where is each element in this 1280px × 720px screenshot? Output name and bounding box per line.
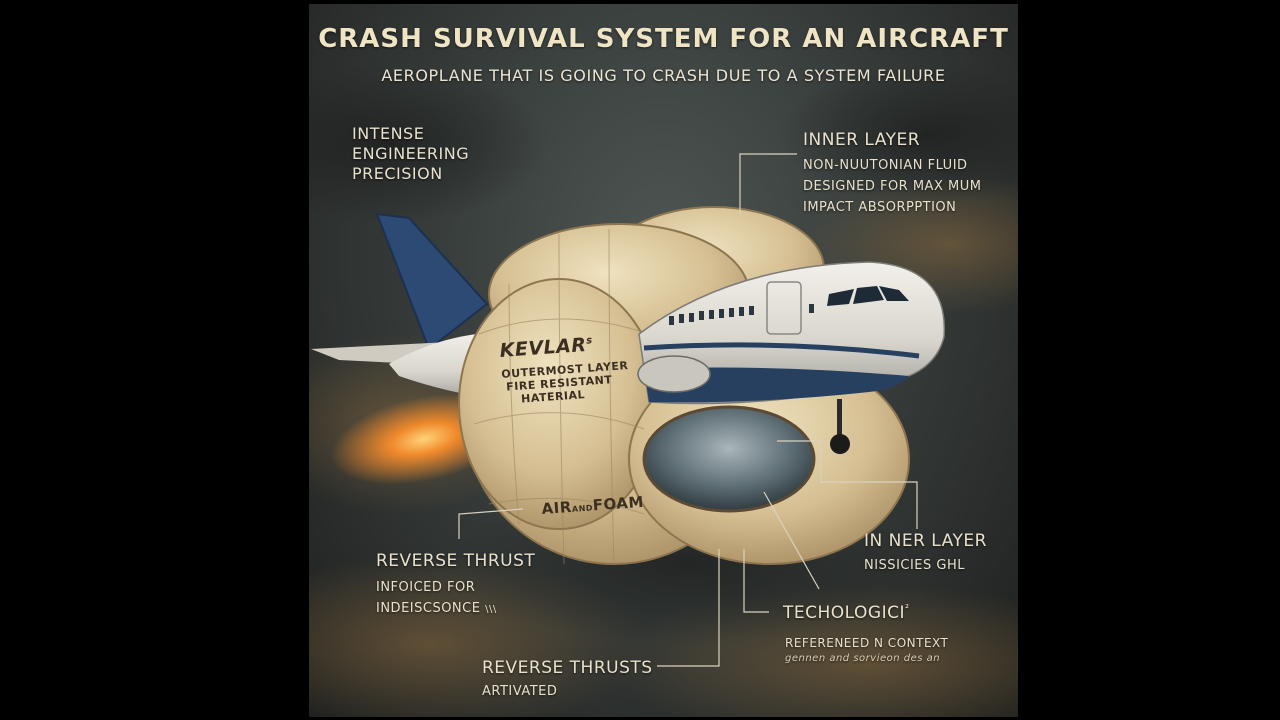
reverse-thrusts-line: ARTIVATED xyxy=(482,684,558,699)
kevlar-label: KEVLARs OUTERMOST LAYER FIRE RESISTANT H… xyxy=(499,331,631,407)
label-reverse-thrusts: REVERSE THRUSTS ARTIVATED xyxy=(482,658,653,702)
label-referenced: REFERENEED N CONTEXT gennen and sorvieon… xyxy=(785,636,948,664)
inner-layer-line-1: NON-NUUTONIAN FLUID xyxy=(803,158,968,173)
intense-line-1: INTENSE xyxy=(352,124,425,143)
callout-lines xyxy=(458,153,918,667)
inner-cavity xyxy=(642,405,816,513)
inner-layer-right-line: NISSICIES GHL xyxy=(864,558,965,573)
aircraft-illustration xyxy=(309,64,1018,717)
label-reverse-thrust: REVERSE THRUST INFOICED FOR INDEISCSONCE… xyxy=(376,551,535,620)
reverse-thrusts-heading: REVERSE THRUSTS xyxy=(482,658,653,678)
intense-line-2: ENGINEERING xyxy=(352,144,470,163)
poster-subtitle: AEROPLANE THAT IS GOING TO CRASH DUE TO … xyxy=(381,66,946,85)
poster-title: CRASH SURVIVAL SYSTEM FOR AN AIRCRAFT xyxy=(318,24,1009,54)
inner-layer-line-2: DESIGNED FOR MAX MUM xyxy=(803,179,982,194)
referenced-line: gennen and sorvieon des an xyxy=(785,653,941,664)
poster: CRASH SURVIVAL SYSTEM FOR AN AIRCRAFT AE… xyxy=(309,4,1018,717)
inner-layer-line-3: IMPACT ABSORPPTION xyxy=(803,200,957,215)
label-technologic: TECHOLOGICI² xyxy=(783,603,910,623)
inner-layer-heading: INNER LAYER xyxy=(803,130,921,150)
intense-line-3: PRECISION xyxy=(352,164,443,183)
reverse-thrust-line-1: INFOICED FOR xyxy=(376,580,476,595)
tail-fin xyxy=(375,212,489,351)
label-inner-layer-top: INNER LAYER NON-NUUTONIAN FLUID DESIGNED… xyxy=(803,130,981,218)
reverse-thrust-line-2: INDEISCSONCE \\\ xyxy=(376,601,497,616)
reverse-thrust-heading: REVERSE THRUST xyxy=(376,551,536,571)
inner-layer-right-heading: IN NER LAYER xyxy=(864,531,987,551)
label-intense-engineering: INTENSE ENGINEERING PRECISION xyxy=(352,124,469,184)
fuselage xyxy=(637,261,945,454)
referenced-heading: REFERENEED N CONTEXT xyxy=(785,636,949,650)
label-inner-layer-right: IN NER LAYER NISSICIES GHL xyxy=(864,531,987,576)
